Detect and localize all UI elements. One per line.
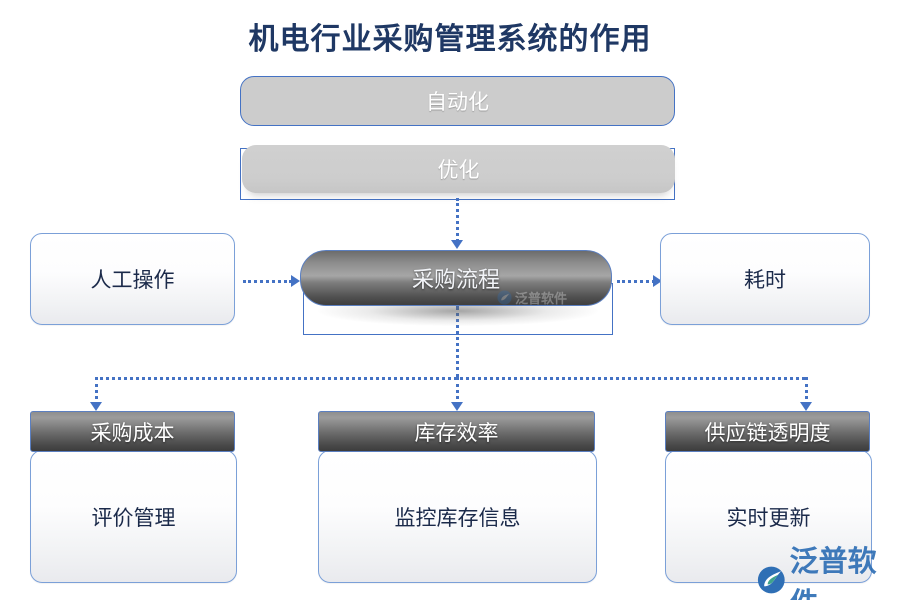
- node-automation[interactable]: 自动化: [240, 76, 675, 126]
- node-automation-label: 自动化: [426, 90, 489, 114]
- outcome-body-label-1: 监控库存信息: [394, 505, 521, 530]
- outcome-header-label-2: 供应链透明度: [704, 420, 831, 445]
- outcome-body-label-2: 实时更新: [726, 505, 811, 530]
- page-title: 机电行业采购管理系统的作用: [248, 23, 652, 56]
- outcome-body-0[interactable]: 评价管理: [30, 450, 237, 583]
- arrow-right-icon: [653, 275, 662, 287]
- connector-branch-bus: [95, 377, 805, 380]
- arrow-down-icon: [90, 402, 102, 411]
- node-optimization-label: 优化: [437, 158, 480, 182]
- node-optimization[interactable]: 优化: [242, 145, 675, 193]
- node-time-consuming-label: 耗时: [744, 268, 786, 292]
- outcome-header-label-1: 库存效率: [414, 420, 499, 445]
- node-procurement-process-label: 采购流程: [411, 267, 500, 292]
- connector-branch-right: [805, 377, 808, 405]
- outcome-header-label-0: 采购成本: [90, 420, 175, 445]
- outcome-body-label-0: 评价管理: [91, 505, 176, 530]
- outcome-header-2[interactable]: 供应链透明度: [665, 411, 870, 452]
- connector-process-to-timeconsuming: [617, 280, 655, 283]
- connector-optimization-to-process: [456, 198, 459, 242]
- connector-branch-center: [456, 377, 459, 405]
- arrow-down-icon: [451, 402, 463, 411]
- connector-manual-to-process: [243, 280, 292, 283]
- node-manual-operation[interactable]: 人工操作: [30, 233, 235, 325]
- connector-branch-left: [95, 377, 98, 405]
- connector-process-down-stem: [456, 306, 459, 378]
- outcome-header-1[interactable]: 库存效率: [318, 411, 595, 452]
- outcome-body-1[interactable]: 监控库存信息: [318, 450, 597, 583]
- outcome-body-2[interactable]: 实时更新: [665, 450, 872, 583]
- arrow-down-icon: [800, 402, 812, 411]
- node-manual-operation-label: 人工操作: [90, 268, 175, 292]
- arrow-down-icon: [451, 240, 463, 249]
- node-procurement-process[interactable]: 采购流程: [300, 250, 612, 306]
- node-time-consuming[interactable]: 耗时: [660, 233, 870, 325]
- outcome-header-0[interactable]: 采购成本: [30, 411, 235, 452]
- arrow-right-icon: [291, 275, 300, 287]
